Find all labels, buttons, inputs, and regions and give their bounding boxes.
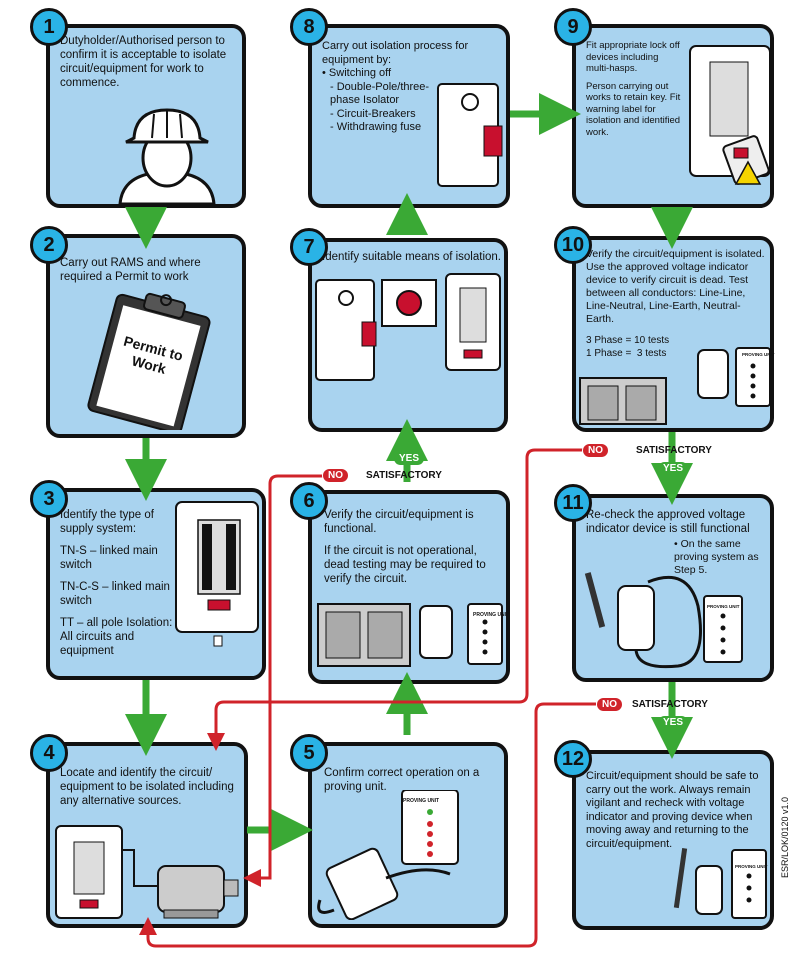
step-6-device-label: PROVING UNIT [473,612,510,618]
step-8-line-2: • Switching off [322,67,392,79]
final-indicator-icon [673,848,767,919]
step-4-number: 4 [30,734,68,772]
step-10-number: 10 [554,226,592,264]
motor-and-board-icon [55,825,239,919]
step-2-number: 2 [30,226,68,264]
distribution-board-icon [175,501,259,647]
step-6-line-1: Verify the circuit/equipment is function… [324,509,474,535]
yes-badge-step6: YES [394,452,425,465]
step-10-line-2: 3 Phase = 10 tests [586,335,670,346]
circuit-breaker-icon [437,83,503,187]
no-badge-step6: NO [322,468,349,483]
step-5-number: 5 [290,734,328,772]
step-3-text: Identify the type of supply system: TN-S… [60,508,180,666]
worker-hardhat-icon [118,108,216,204]
step-10-line-3: 1 Phase = 3 tests [586,348,667,359]
lockout-board-icon [689,45,771,185]
voltage-indicator-icon [579,347,771,425]
step-2-line: Carry out RAMS and where required a Perm… [60,257,201,283]
step-8-line-3: - Double-Pole/three-phase Isolator [330,80,430,107]
isolation-means-icon [315,273,501,381]
no-badge-step11: NO [596,697,623,712]
step-9-number: 9 [554,8,592,46]
satisfactory-label-step10: SATISFACTORY [636,445,712,456]
no-arrow-step11 [139,702,596,948]
proving-unit-icon [317,790,459,920]
step-8-line-4: - Circuit-Breakers [330,107,416,120]
step-2-text: Carry out RAMS and where required a Perm… [60,256,236,292]
step-12-text: Circuit/equipment should be safe to carr… [586,770,764,859]
step-10-device-label: PROVING UNIT [742,352,775,357]
step-11-device-label: PROVING UNIT [707,604,740,609]
step-12-line: Circuit/equipment should be safe to carr… [586,770,759,850]
step-10-line-1: Verify the circuit/equipment is isolated… [586,248,765,325]
step-12-device-label: PROVING UNIT [735,864,768,869]
no-arrow-step6 [243,474,338,887]
step-1-number: 1 [30,8,68,46]
step-9-line-1: Fit appropriate lock off devices includi… [586,40,680,74]
no-badge-step10: NO [582,443,609,458]
step-5-device-label: PROVING UNIT [403,798,440,804]
yes-badge-step11: YES [658,716,689,729]
step-4-text: Locate and identify the circuit/ equipme… [60,766,240,816]
tester-and-generator-icon [317,603,503,667]
clipboard-icon [87,292,211,430]
satisfactory-label-step6: SATISFACTORY [366,470,442,481]
step-3-line-4: TT – all pole Isolation: All circuits an… [60,617,173,657]
step-8-text: Carry out isolation process for equipmen… [322,40,468,135]
step-6-line-2: If the circuit is not operational, dead … [324,545,486,585]
step-1-line: Dutyholder/Authorised person to confirm … [60,35,227,89]
step-7-number: 7 [290,228,328,266]
step-7-line: Identify suitable means of isolation. [322,251,501,263]
step-3-line-3: TN-C-S – linked main switch [60,581,170,607]
step-11-line-1: Re-check the approved voltage indicator … [586,509,750,535]
step-8-line-5: - Withdrawing fuse [330,121,422,133]
step-4-line: Locate and identify the circuit/ equipme… [60,767,234,807]
indicator-recheck-icon [584,572,743,669]
step-6-number: 6 [290,482,328,520]
step-10-text: Verify the circuit/equipment is isolated… [586,248,768,360]
step-11-line-2: • On the same proving system as Step 5. [674,538,759,576]
step-11-number: 11 [554,484,592,522]
step-8-number: 8 [290,8,328,46]
no-arrow-step10 [207,448,586,751]
step-6-text: Verify the circuit/equipment is function… [324,508,504,594]
step-3-line-1: Identify the type of supply system: [60,509,154,535]
step-1-text: Dutyholder/Authorised person to confirm … [60,34,236,98]
satisfactory-label-step11: SATISFACTORY [632,699,708,710]
step-11-text: Re-check the approved voltage indicator … [586,508,768,577]
step-3-number: 3 [30,480,68,518]
step-5-text: Confirm correct operation on a proving u… [324,766,500,802]
step-9-text: Fit appropriate lock off devices includi… [586,40,684,146]
step-7-text: Identify suitable means of isolation. [322,250,502,272]
step-8-line-1: Carry out isolation process for equipmen… [322,40,469,66]
step-3-line-2: TN-S – linked main switch [60,545,158,571]
step-12-number: 12 [554,740,592,778]
step-9-line-2: Person carrying out works to retain key.… [586,80,681,138]
yes-badge-step10: YES [658,462,689,475]
step-5-line: Confirm correct operation on a proving u… [324,767,480,793]
